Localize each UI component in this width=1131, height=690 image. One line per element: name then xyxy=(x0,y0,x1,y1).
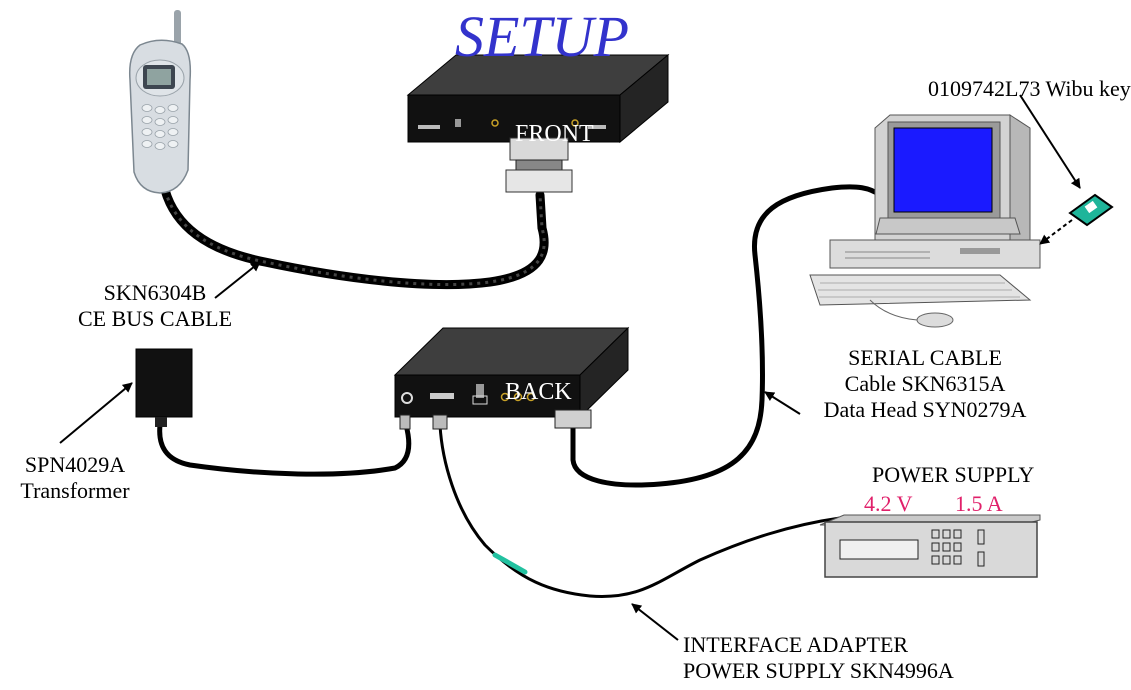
box-front-icon xyxy=(406,53,670,193)
arrow-interface-adapter xyxy=(631,603,679,641)
ce-bus-cable-part: SKN6304B xyxy=(103,280,207,305)
dongle-connect-line xyxy=(1039,219,1073,245)
ce-bus-cable-label: SKN6304B CE BUS CABLE xyxy=(60,280,250,332)
serial-cable-label: SERIAL CABLE Cable SKN6315A Data Head SY… xyxy=(790,345,1060,423)
dongle-icon xyxy=(1068,193,1114,227)
adapter-cable xyxy=(438,423,842,599)
computer-icon xyxy=(809,114,1041,328)
transformer-label: SPN4029A Transformer xyxy=(0,452,150,504)
transformer-icon xyxy=(135,348,193,427)
wibu-key-label: 0109742L73 Wibu key xyxy=(928,76,1131,101)
power-supply-title: POWER SUPPLY xyxy=(872,462,1035,487)
cell-phone-icon xyxy=(128,10,192,194)
arrow-transformer xyxy=(59,382,133,444)
transformer-cable xyxy=(157,422,412,477)
serial-cable-title: SERIAL CABLE xyxy=(848,345,1002,370)
transformer-part: SPN4029A xyxy=(24,452,126,477)
serial-cable xyxy=(570,184,883,488)
arrow-wibu-key xyxy=(1019,94,1081,189)
power-supply-voltage: 4.2 V xyxy=(864,491,913,516)
adapter-band-icon xyxy=(492,552,528,575)
arrow-ce-bus-cable xyxy=(214,261,261,299)
interface-adapter-label: INTERFACE ADAPTER POWER SUPPLY SKN4996A xyxy=(683,632,954,684)
ce-bus-cable xyxy=(160,185,549,289)
power-supply-icon xyxy=(819,514,1041,578)
front-label: FRONT xyxy=(515,121,594,147)
serial-data-head: Data Head SYN0279A xyxy=(823,397,1027,422)
box-back-icon xyxy=(393,326,630,430)
power-supply-current: 1.5 A xyxy=(955,491,1003,516)
interface-adapter-part: POWER SUPPLY SKN4996A xyxy=(683,658,954,683)
interface-adapter-title: INTERFACE ADAPTER xyxy=(683,632,909,657)
transformer-name: Transformer xyxy=(20,478,130,503)
ce-bus-cable-name: CE BUS CABLE xyxy=(77,306,233,331)
back-label: BACK xyxy=(505,379,572,405)
diagram-title: SETUP xyxy=(455,4,629,69)
serial-cable-part: Cable SKN6315A xyxy=(844,371,1006,396)
arrow-serial-cable xyxy=(764,391,801,415)
